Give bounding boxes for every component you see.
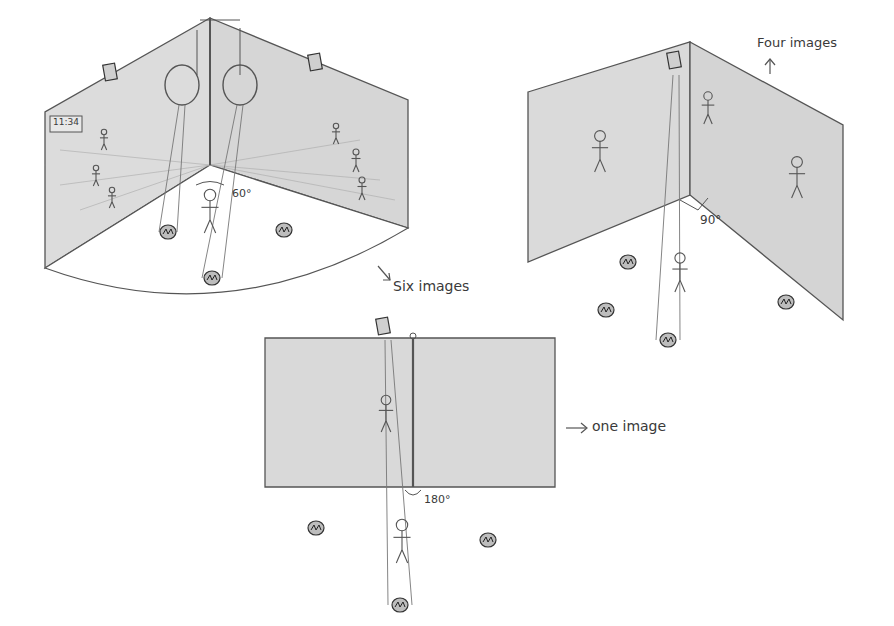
- floor-marker: [480, 533, 496, 547]
- scene-caption: one image: [592, 419, 666, 434]
- camera: [376, 317, 391, 335]
- stick-figure: [332, 123, 340, 144]
- reflection-guide: [80, 165, 210, 210]
- pole-support: [240, 28, 241, 75]
- stick-figure: [108, 187, 116, 208]
- reflection-figure: [379, 395, 393, 432]
- stick-figure: [92, 165, 100, 186]
- reflection-guide: [210, 140, 360, 165]
- angle-arc: [196, 182, 224, 186]
- floor-arc: [45, 165, 408, 294]
- reflection-guide: [210, 165, 395, 200]
- central-pole: [209, 18, 211, 165]
- angle-label: 60°: [232, 188, 252, 200]
- floor-marker: [620, 255, 636, 269]
- reflection-guide: [60, 150, 210, 165]
- scene-caption: Six images: [393, 279, 469, 294]
- lamp: [223, 65, 257, 105]
- pointer-arrow: [769, 60, 770, 74]
- angle-arc: [405, 490, 421, 495]
- right-mirror-wall: [690, 42, 843, 320]
- floor-marker: [160, 225, 176, 239]
- pointer-arrow: [378, 266, 390, 280]
- pole-cap: [410, 333, 416, 339]
- floor-marker: [308, 521, 324, 535]
- floor-marker: [660, 333, 676, 347]
- camera: [308, 53, 323, 71]
- light-beam: [202, 105, 237, 278]
- right-angle-mark: [680, 198, 708, 210]
- light-beam: [177, 105, 185, 232]
- floor-marker: [778, 295, 794, 309]
- pole-support: [197, 30, 198, 75]
- camera: [667, 51, 682, 69]
- mirror-wall: [265, 338, 555, 487]
- light-beam: [159, 105, 179, 232]
- light-beam: [679, 75, 680, 340]
- angle-label: 90°: [700, 214, 721, 227]
- floor-marker: [392, 598, 408, 612]
- pointer-arrow: [566, 427, 586, 428]
- person: [201, 189, 218, 233]
- wall-clock: [50, 116, 82, 132]
- lamp: [165, 65, 199, 105]
- floor-marker: [204, 271, 220, 285]
- pole-bracket: [200, 19, 240, 20]
- light-beam: [391, 340, 412, 605]
- stick-figure: [352, 149, 361, 172]
- reflection-guide: [60, 165, 210, 185]
- camera: [103, 63, 118, 81]
- clock-readout: 11:34: [53, 118, 79, 128]
- person: [672, 253, 687, 292]
- central-pole: [412, 338, 414, 487]
- pointer-arrowhead: [765, 59, 775, 65]
- scene-caption: Four images: [757, 36, 837, 50]
- stick-figure: [789, 157, 805, 198]
- light-beam: [385, 340, 388, 605]
- stick-figure: [592, 131, 608, 172]
- pointer-arrowhead: [383, 273, 390, 280]
- pointer-arrowhead: [581, 423, 587, 433]
- angle-label: 180°: [424, 494, 451, 506]
- stick-figure: [100, 129, 108, 150]
- stick-figure: [358, 177, 367, 200]
- light-beam: [656, 75, 673, 340]
- person: [393, 519, 410, 563]
- stick-figure: [702, 92, 715, 124]
- floor-marker: [276, 223, 292, 237]
- floor-marker: [598, 303, 614, 317]
- left-mirror-wall: [528, 42, 690, 262]
